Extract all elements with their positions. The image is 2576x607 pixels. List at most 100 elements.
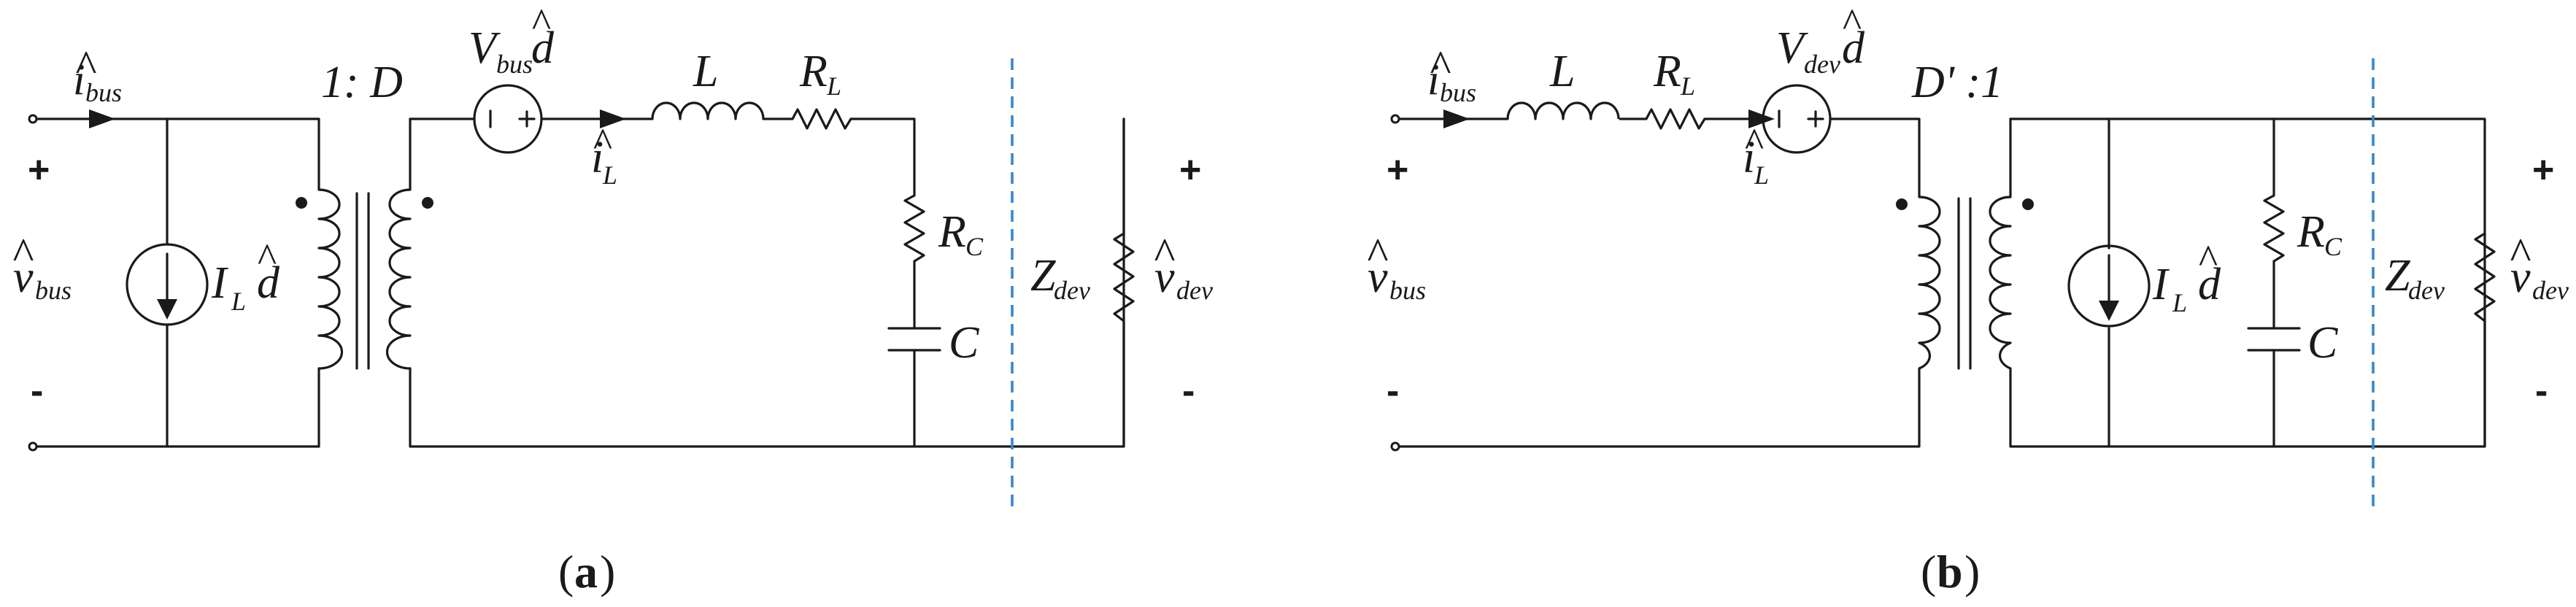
output-minus-sign: - bbox=[2535, 370, 2548, 412]
svg-text:i: i bbox=[73, 55, 85, 104]
svg-text:): ) bbox=[600, 546, 615, 598]
svg-text:^: ^ bbox=[532, 1, 551, 46]
svg-text:^: ^ bbox=[593, 120, 612, 166]
inductor-current-arrow bbox=[600, 109, 626, 128]
svg-text:L: L bbox=[231, 287, 246, 316]
svg-text:^: ^ bbox=[1367, 230, 1388, 279]
svg-text:V: V bbox=[468, 23, 501, 73]
input-current-arrow bbox=[1443, 109, 1470, 128]
svg-text:d: d bbox=[257, 258, 280, 308]
svg-text:): ) bbox=[1964, 546, 1980, 598]
capacitor bbox=[2247, 327, 2301, 352]
svg-text:v: v bbox=[2510, 252, 2531, 302]
inductor bbox=[1506, 101, 1620, 120]
svg-text:dev: dev bbox=[1054, 276, 1090, 305]
caption-a: ( a ) bbox=[558, 546, 615, 598]
svg-text:I: I bbox=[211, 258, 229, 308]
svg-text:v: v bbox=[13, 252, 34, 302]
panel-a: ^ i bus + ^ v bus - I L d ^ 1: D V bus d… bbox=[12, 1, 1213, 598]
inductor-current-arrow bbox=[1748, 109, 1775, 128]
svg-text:^: ^ bbox=[1430, 42, 1451, 92]
svg-text:R: R bbox=[1653, 47, 1681, 96]
svg-text:R: R bbox=[799, 47, 828, 96]
svg-text:L: L bbox=[1754, 161, 1769, 190]
voltage-source-label: V bus d ^ bbox=[468, 1, 555, 79]
voltage-source bbox=[473, 84, 543, 154]
svg-text:Z: Z bbox=[1030, 251, 1056, 301]
svg-text:i: i bbox=[1427, 55, 1440, 104]
inductor-label: L bbox=[1549, 47, 1575, 96]
inductor bbox=[651, 101, 765, 120]
capacitor-resistor-label: R C bbox=[2297, 207, 2342, 261]
current-source-label: I L d ^ bbox=[2152, 237, 2221, 317]
transformer bbox=[1896, 196, 2034, 370]
turns-ratio-label: D' :1 bbox=[1911, 58, 2003, 107]
svg-text:^: ^ bbox=[1745, 120, 1764, 166]
series-resistor bbox=[791, 108, 852, 130]
svg-text:dev: dev bbox=[2408, 276, 2445, 305]
svg-text:^: ^ bbox=[2199, 237, 2218, 282]
svg-text:bus: bus bbox=[85, 78, 122, 107]
output-plus-sign: + bbox=[2532, 149, 2554, 191]
svg-text:R: R bbox=[2297, 207, 2325, 257]
svg-text:L: L bbox=[826, 71, 841, 101]
dot-marker bbox=[422, 197, 433, 209]
svg-text:v: v bbox=[1368, 252, 1388, 302]
input-voltage-label: ^ v bus bbox=[1367, 230, 1426, 305]
input-terminal-top bbox=[28, 114, 38, 124]
turns-ratio-label: 1: D bbox=[321, 58, 403, 107]
input-terminal-top bbox=[1390, 114, 1400, 124]
svg-text:dev: dev bbox=[1176, 276, 1213, 305]
input-plus-sign: + bbox=[1387, 149, 1408, 191]
svg-text:R: R bbox=[938, 207, 966, 257]
inductor-label: L bbox=[693, 47, 718, 96]
svg-text:i: i bbox=[591, 133, 603, 182]
input-voltage-label: ^ v bus bbox=[12, 230, 72, 305]
series-resistor bbox=[1645, 108, 1706, 130]
input-plus-sign: + bbox=[28, 149, 50, 191]
svg-text:^: ^ bbox=[1154, 230, 1175, 279]
caption-b: ( b ) bbox=[1921, 546, 1980, 598]
svg-text:i: i bbox=[1743, 133, 1755, 182]
svg-text:bus: bus bbox=[496, 50, 533, 79]
capacitor-resistor bbox=[2263, 194, 2285, 263]
input-minus-sign: - bbox=[31, 370, 43, 412]
load-impedance bbox=[1113, 232, 1135, 322]
svg-text:b: b bbox=[1937, 546, 1963, 598]
input-terminal-bottom bbox=[1390, 441, 1400, 452]
capacitor-resistor bbox=[903, 194, 925, 263]
transformer bbox=[296, 188, 433, 370]
load-impedance bbox=[2474, 232, 2496, 322]
output-minus-sign: - bbox=[1182, 370, 1195, 412]
output-voltage-label: ^ v dev bbox=[2510, 230, 2569, 305]
svg-text:^: ^ bbox=[12, 230, 34, 279]
output-plus-sign: + bbox=[1179, 149, 1201, 191]
svg-text:(: ( bbox=[1921, 546, 1936, 598]
svg-text:d: d bbox=[2198, 260, 2221, 309]
capacitor-label: C bbox=[2307, 318, 2338, 368]
svg-text:V: V bbox=[1776, 23, 1808, 73]
series-resistor-label: R L bbox=[1653, 47, 1695, 101]
inductor-current-label: ^ i L bbox=[1743, 120, 1769, 190]
current-source bbox=[2067, 244, 2151, 328]
svg-text:bus: bus bbox=[35, 276, 72, 305]
svg-text:I: I bbox=[2152, 260, 2170, 309]
svg-text:Z: Z bbox=[2385, 251, 2410, 301]
dot-marker bbox=[1896, 198, 1908, 210]
svg-text:dev: dev bbox=[1804, 50, 1840, 79]
svg-text:a: a bbox=[574, 546, 598, 598]
svg-text:(: ( bbox=[558, 546, 574, 598]
dot-marker bbox=[2022, 198, 2034, 210]
capacitor-label: C bbox=[949, 318, 979, 368]
dot-marker bbox=[296, 197, 307, 209]
svg-text:^: ^ bbox=[2510, 230, 2531, 279]
series-resistor-label: R L bbox=[799, 47, 841, 101]
voltage-source-label: V dev d ^ bbox=[1776, 1, 1865, 79]
svg-text:v: v bbox=[1154, 252, 1175, 302]
inductor-current-label: ^ i L bbox=[591, 120, 617, 190]
capacitor bbox=[887, 327, 941, 352]
voltage-source bbox=[1762, 84, 1832, 154]
load-impedance-label: Z dev bbox=[2385, 251, 2445, 305]
